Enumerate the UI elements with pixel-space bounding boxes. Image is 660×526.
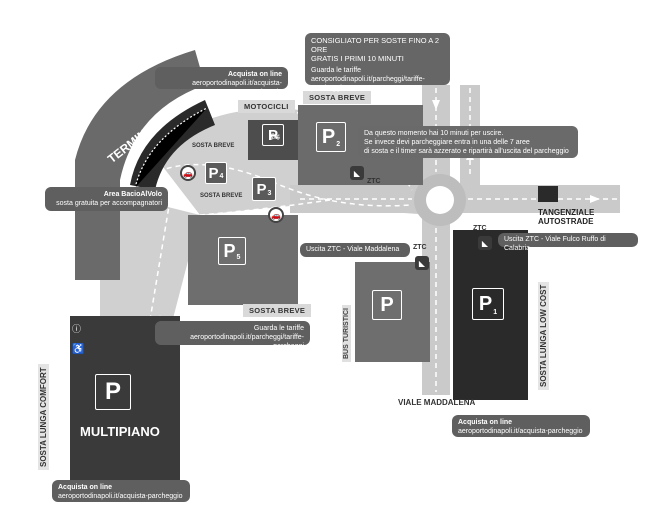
uscita-maddalena: Uscita ZTC - Viale Maddalena [300,243,410,257]
sosta-breve-top-tag: SOSTA BREVE [303,91,372,104]
area-p1[interactable] [453,230,528,400]
sosta-breve-mid-tag: SOSTA BREVE [243,304,312,317]
tangenziale-label: TANGENZIALE AUTOSTRADE [538,208,595,226]
buy-online-right[interactable]: Acquista on line aeroportodinapoli.it/ac… [452,415,590,437]
area-motocicli[interactable] [248,120,298,160]
bus-turistici-label: BUS TURISTICI [342,305,351,362]
car-icon: 🚗 [268,207,284,223]
ztc-label-3: ZTC [473,225,487,232]
ztc-label-1: ZTC [367,178,381,185]
car-icon: 🚗 [180,165,196,181]
motocicli-tag: MOTOCICLI [238,100,295,113]
viale-maddalena-label: VIALE MADDALENA [398,398,476,407]
camera-icon: ◣ [350,166,364,180]
area-p5[interactable] [188,215,298,305]
sosta-lunga-comfort-label: SOSTA LUNGA COMFORT [38,364,49,470]
buy-online-bottom[interactable]: Acquista on line aeroportodinapoli.it/ac… [52,480,190,502]
highway-icon [538,186,558,202]
camera-icon: ◣ [478,236,492,250]
multipiano-label: MULTIPIANO [80,424,160,439]
camera-icon: ◣ [415,256,429,270]
parking-sign-multipiano: P [95,374,131,410]
area-bus[interactable] [355,262,430,362]
terminal-building [75,50,215,280]
top-notice: CONSIGLIATO PER SOSTE FINO A 2 ORE GRATI… [305,33,450,92]
sosta-breve-small-2: SOSTA BREVE [200,193,243,199]
sosta-lunga-low-label: SOSTA LUNGA LOW COST [538,281,549,390]
uscita-ruffo: Uscita ZTC - Viale Fulco Ruffo di Calabr… [498,233,638,252]
bacio-al-volo-box: Area BacioAlVolo sosta gratuita per acco… [45,187,168,211]
tariffe-box[interactable]: Guarda le tariffe aeroportodinapoli.it/p… [155,321,310,350]
ztc-label-2: ZTC [413,244,427,251]
parking-sign-moto: P [262,124,284,146]
motorcycle-icon: 🏍 [270,132,281,141]
wheelchair-icon: ♿ [72,344,85,355]
buy-online-top[interactable]: Acquista on line aeroportodinapoli.it/ac… [155,67,288,96]
parking-sign-bus: P [372,290,402,320]
info-timer-box: Da questo momento hai 10 minuti per usci… [358,126,578,158]
sosta-breve-small-1: SOSTA BREVE [192,143,235,149]
info-icon: ⓘ [72,324,82,334]
